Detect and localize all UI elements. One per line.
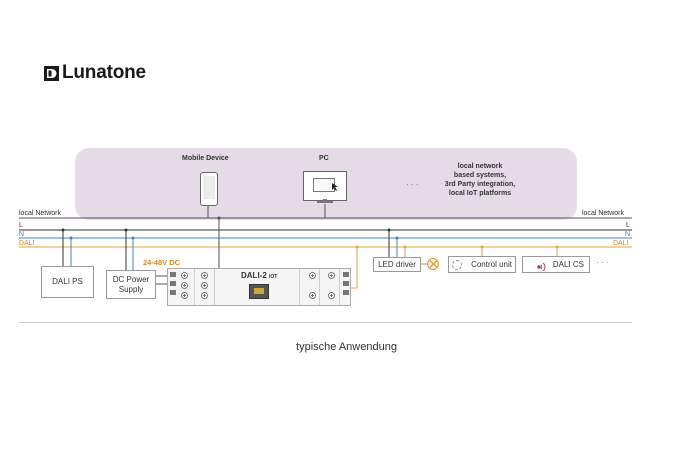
n-left-label: N [19, 231, 25, 238]
led-driver-dali-node [403, 245, 407, 249]
iot-name: DALI-2 [241, 271, 267, 280]
dali-ps-n-node [69, 236, 73, 240]
iot-suffix: IOT [269, 274, 278, 280]
screw-icon [181, 272, 188, 279]
lunatone-logo-icon [44, 65, 59, 81]
terminal-4 [343, 272, 349, 277]
screw-icon [181, 292, 188, 299]
iot-title: DALI-2 IOT [241, 271, 277, 280]
dc-power-supply-box: DC Power Supply [106, 270, 156, 299]
led-driver-label: LED driver [378, 259, 416, 269]
local-network-systems-text: local network based systems, 3rd Party i… [430, 162, 530, 198]
local-network-right-label: local Network [582, 210, 625, 217]
panel-ellipsis: · · · [406, 180, 419, 189]
dali-cs-dali-node [555, 245, 559, 249]
l-right-label: L [626, 222, 630, 229]
cursor-icon [332, 183, 338, 191]
screw-icon [201, 272, 208, 279]
control-unit-icon [452, 260, 462, 270]
dali-right-label: DALI [613, 240, 629, 247]
dali-ps-box: DALI PS [41, 266, 94, 298]
led-driver-l-node [387, 228, 391, 232]
terminal-1 [170, 272, 176, 277]
screw-icon [181, 282, 188, 289]
local-network-line-1: local network [457, 163, 503, 170]
dali-ps-l-node [61, 228, 65, 232]
dali-ps-label: DALI PS [52, 277, 83, 286]
terminal-2 [170, 281, 176, 286]
control-unit-dali-node [480, 245, 484, 249]
local-network-line-4: local IoT platforms [448, 190, 512, 197]
pc-stand-neck [323, 199, 327, 202]
brand-name: Lunatone [62, 62, 146, 83]
dali-cs-box: DALI CS [522, 256, 590, 273]
led-driver-box: LED driver [373, 257, 421, 272]
local-network-line-3: 3rd Party integration, [444, 181, 516, 188]
more-ellipsis: · · · [596, 258, 609, 267]
control-unit-label: Control unit [471, 259, 512, 269]
mobile-device-icon [200, 172, 218, 206]
local-network-line-2: based systems, [453, 172, 507, 179]
lamp-icon [427, 258, 439, 270]
lunatone-logo: Lunatone [44, 62, 146, 84]
dali-left-label: DALI [19, 240, 35, 247]
led-driver-n-node [395, 236, 399, 240]
screw-icon [328, 272, 335, 279]
caption: typische Anwendung [296, 341, 397, 353]
terminal-6 [343, 290, 349, 295]
terminal-3 [170, 290, 176, 295]
divider-line [19, 322, 632, 323]
control-unit-box: Control unit [448, 256, 516, 273]
screw-icon [328, 292, 335, 299]
screw-icon [201, 292, 208, 299]
mobile-device-label: Mobile Device [182, 155, 229, 162]
dc-power-supply-label-1: DC Power [112, 274, 150, 284]
pc-label: PC [319, 155, 329, 162]
local-network-left-label: local Network [19, 210, 62, 217]
voltage-label: 24-48V DC [143, 258, 181, 267]
iot-dali-node [355, 245, 359, 249]
l-left-label: L [19, 222, 23, 229]
sensor-icon [537, 262, 546, 271]
screw-icon [309, 272, 316, 279]
dc-power-supply-label-2: Supply [118, 284, 144, 294]
dali-cs-label: DALI CS [552, 259, 584, 269]
ethernet-port-icon [249, 284, 269, 299]
n-right-label: N [625, 231, 631, 238]
iot-network-node [217, 216, 221, 220]
pc-stand-base [317, 201, 333, 203]
dc-ps-n-node [131, 236, 135, 240]
screw-icon [201, 282, 208, 289]
terminal-5 [343, 281, 349, 286]
dc-ps-l-node [124, 228, 128, 232]
screw-icon [309, 292, 316, 299]
